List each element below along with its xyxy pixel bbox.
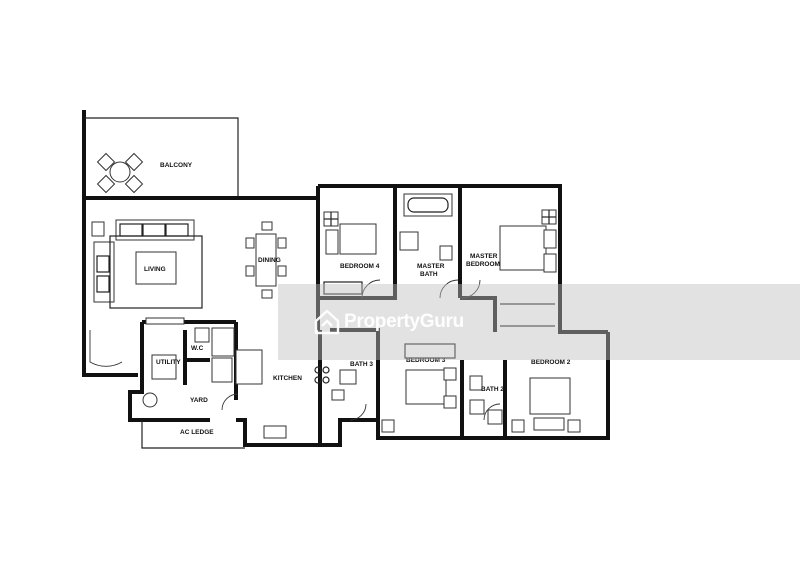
living-sofa-set xyxy=(91,219,203,309)
balcony-railing xyxy=(84,117,239,198)
balcony-table xyxy=(96,152,144,194)
master-bedroom-south xyxy=(460,296,497,332)
label-yard: YARD xyxy=(190,397,208,404)
propertyguru-logo-icon xyxy=(314,309,340,335)
utility-yard-wall xyxy=(128,322,210,422)
label-bedroom-2: BEDROOM 2 xyxy=(531,359,571,366)
label-bedroom-4: BEDROOM 4 xyxy=(340,263,380,270)
bedroom2-furniture xyxy=(511,377,581,433)
label-bath-2: BATH 2 xyxy=(481,386,504,393)
bath3-fixtures xyxy=(331,369,357,401)
ac-ledge-outline xyxy=(141,420,245,449)
utility-fixtures xyxy=(142,317,235,408)
label-dining: DINING xyxy=(258,257,281,264)
walls xyxy=(82,110,610,449)
door-swings xyxy=(89,279,501,421)
label-bedroom-3: BEDROOM 3 xyxy=(406,357,446,364)
label-bath-3: BATH 3 xyxy=(350,361,373,368)
bedroom3-walls xyxy=(376,360,462,440)
master-bedroom-furniture xyxy=(499,209,557,327)
bedroom3-furniture xyxy=(381,343,457,433)
master-bedroom-walls xyxy=(460,184,608,334)
watermark-band xyxy=(278,284,800,360)
label-master-bath-2: BATH xyxy=(420,271,438,278)
bath2-walls xyxy=(460,360,505,440)
kitchen-south-wall xyxy=(236,418,320,447)
watermark: PropertyGuru xyxy=(314,309,464,335)
label-master-bedroom-1: MASTER xyxy=(470,253,498,260)
label-ac-ledge: AC LEDGE xyxy=(180,429,214,436)
label-master-bath-1: MASTER xyxy=(417,263,445,270)
label-balcony: BALCONY xyxy=(160,162,193,169)
label-utility: UTILITY xyxy=(156,359,181,366)
dining-table xyxy=(245,221,287,299)
watermark-text: PropertyGuru xyxy=(344,311,464,332)
label-master-bedroom-2: BEDROOM xyxy=(466,261,500,268)
bedroom2-walls xyxy=(503,332,610,440)
label-kitchen: KITCHEN xyxy=(273,375,302,382)
bedroom4-furniture xyxy=(323,211,377,295)
kitchen-fixtures xyxy=(235,349,330,439)
label-living: LIVING xyxy=(144,266,166,273)
bath3-north xyxy=(330,328,380,360)
master-bath-fixtures xyxy=(399,193,453,261)
bath2-fixtures xyxy=(469,375,503,425)
label-wc: W.C xyxy=(191,345,204,352)
room-labels: BALCONY LIVING DINING BEDROOM 4 MASTER B… xyxy=(144,162,571,436)
bedroom4-walls xyxy=(318,184,397,300)
